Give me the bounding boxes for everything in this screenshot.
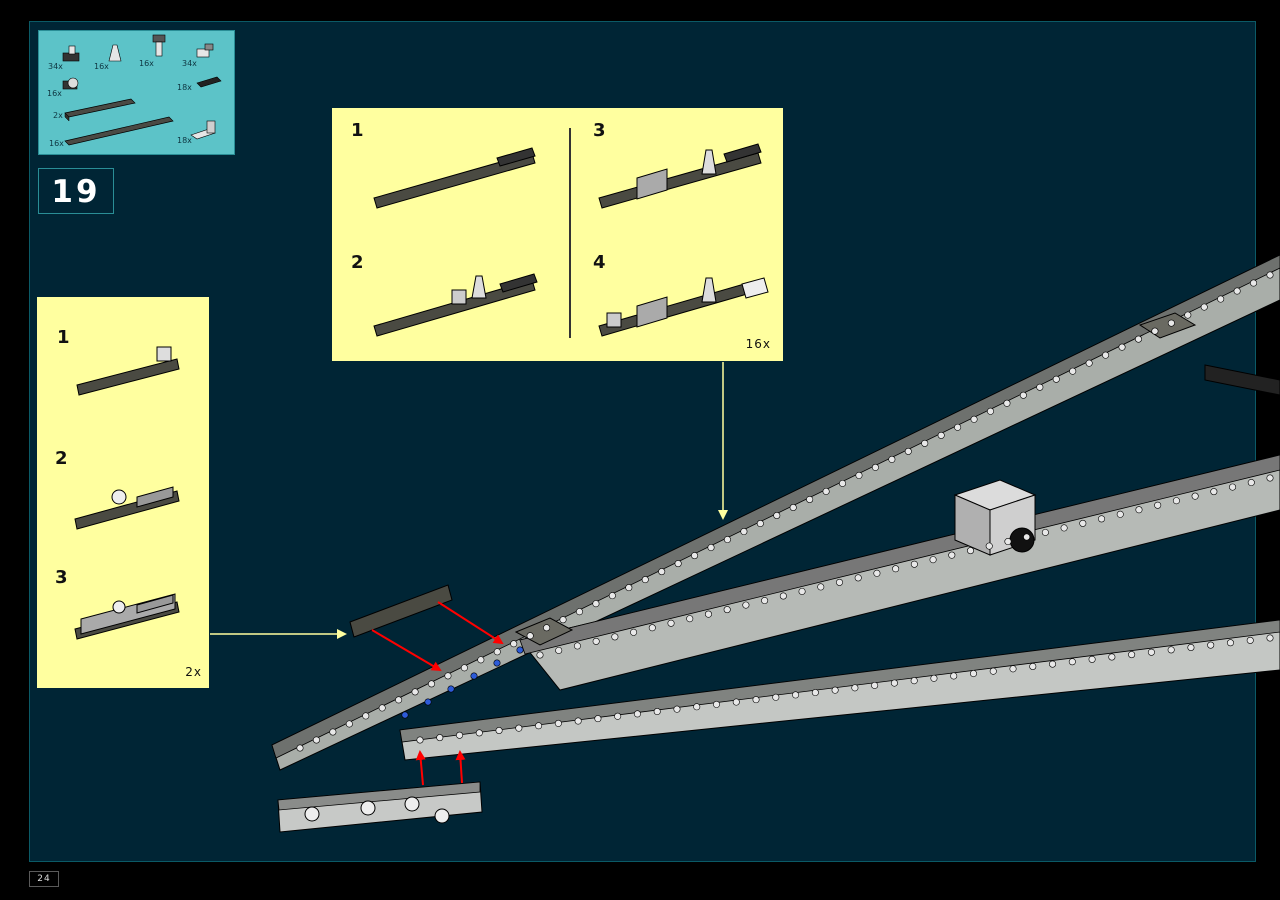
bar-holder-icon (152, 34, 166, 57)
stud-row (296, 271, 1274, 752)
subassembly-multiplier: 16x (745, 337, 771, 351)
parts-list: 34x 16x 16x 34x 16x 18x 2x 16x 18x (38, 30, 235, 155)
clip-plate-icon (196, 43, 214, 58)
substep-illustrations (373, 143, 769, 337)
step-number: 19 (51, 174, 101, 210)
subassembly-multiplier: 2x (185, 665, 202, 679)
part-qty: 34x (48, 62, 63, 71)
parts-icons (62, 34, 222, 146)
page-number: 24 (37, 874, 51, 884)
attach-arrow (455, 750, 466, 784)
attach-arrow (437, 601, 504, 645)
plate-1x10-icon (64, 116, 174, 146)
substep-1-illustration (373, 147, 536, 209)
plate-1x6-icon (64, 98, 136, 122)
substep-1-illustration (76, 346, 180, 396)
subassembly-callout-top: 1 2 3 4 16x (332, 108, 783, 361)
axle-part (1204, 364, 1280, 396)
substep-3-illustration (598, 143, 762, 209)
subassembly-callout-left: 1 2 3 2x (37, 297, 209, 688)
substep-illustrations (74, 346, 180, 640)
substep-2-illustration (74, 486, 180, 530)
substep-2-illustration (373, 273, 538, 337)
bracket-1x2-2x2-icon (190, 120, 216, 140)
substep-3-illustration (74, 593, 180, 640)
page-number-box: 24 (29, 871, 59, 887)
bottom-assembly (277, 781, 483, 833)
callout-divider (569, 128, 571, 338)
engine-block (953, 479, 1037, 556)
part-qty: 18x (177, 136, 192, 145)
hinge-plate-icon (62, 77, 79, 90)
bracket-1x2-icon (62, 45, 80, 62)
attach-arrow (415, 750, 426, 786)
part-qty: 16x (139, 59, 154, 68)
part-qty: 18x (177, 83, 192, 92)
substep-4-illustration (598, 277, 769, 337)
step-number-box: 19 (38, 168, 114, 214)
grille-tile-icon (196, 76, 222, 88)
part-qty: 34x (182, 59, 197, 68)
part-qty: 16x (47, 89, 62, 98)
part-qty: 2x (53, 111, 63, 120)
attach-arrow (371, 629, 442, 672)
substep-number: 1 (57, 327, 70, 348)
substep-number: 2 (351, 252, 364, 273)
part-qty: 16x (94, 62, 109, 71)
part-qty: 16x (49, 139, 64, 148)
loose-plate (349, 584, 453, 638)
substep-number: 3 (593, 120, 606, 141)
substep-number: 4 (593, 252, 606, 273)
substep-number: 1 (351, 120, 364, 141)
cone-1x1-icon (108, 44, 122, 62)
substep-number: 3 (55, 567, 68, 588)
lower-beam (399, 619, 1280, 761)
substep-number: 2 (55, 448, 68, 469)
